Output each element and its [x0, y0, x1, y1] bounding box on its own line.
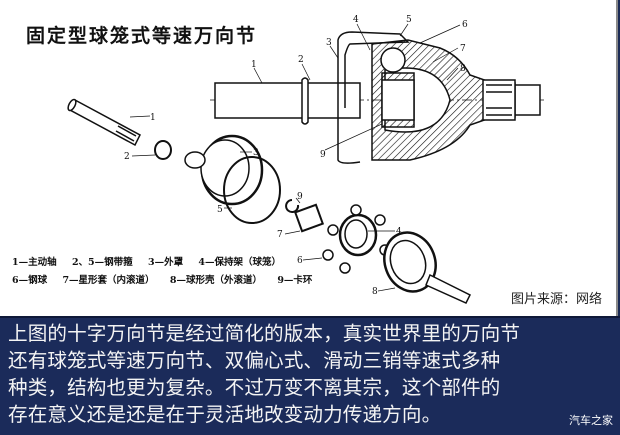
- svg-text:5: 5: [217, 205, 223, 215]
- svg-text:3: 3: [253, 148, 259, 158]
- legend-item: 2、5—钢带箍: [71, 257, 133, 268]
- svg-text:1: 1: [251, 60, 257, 70]
- exploded-labels: 1 2 3 5 9 7 4 6 8: [124, 113, 402, 297]
- svg-text:1: 1: [150, 113, 156, 123]
- legend-row-2: 6—钢球 7—星形套（内滚道） 8—球形壳（外滚道） 9—卡环: [12, 272, 324, 290]
- svg-text:4: 4: [353, 15, 359, 25]
- legend-item: 4—保持架（球笼）: [198, 257, 282, 268]
- legend-item: 6—钢球: [12, 275, 48, 286]
- caption-line: 种类，结构也更为复杂。不过万变不离其宗，这个部件的: [8, 376, 501, 399]
- svg-text:2: 2: [124, 152, 130, 162]
- exploded-view: [67, 98, 472, 304]
- cross-section-labels: 1 2 3 4 5 6 7 8 9: [251, 15, 468, 160]
- caption-line: 存在意义还是还是在于灵活地改变动力传递方向。: [8, 403, 442, 426]
- svg-text:7: 7: [277, 230, 283, 240]
- cv-joint-figure: 固定型球笼式等速万向节: [0, 0, 618, 316]
- watermark-logo: 汽车之家: [569, 414, 613, 427]
- parts-legend: 1—主动轴 2、5—钢带箍 3—外罩 4—保持架（球笼） 6—钢球 7—星形套（…: [12, 254, 324, 290]
- cv-joint-drawing: 1 2 3 4 5 6 7 8 9: [67, 15, 545, 304]
- legend-row-1: 1—主动轴 2、5—钢带箍 3—外罩 4—保持架（球笼）: [12, 254, 324, 272]
- caption-line: 还有球笼式等速万向节、双偏心式、滑动三销等速式多种: [8, 349, 501, 372]
- image-source-note: 图片来源：网络: [510, 292, 602, 307]
- svg-text:6: 6: [297, 256, 303, 266]
- svg-text:8: 8: [460, 64, 466, 74]
- legend-item: 9—卡环: [277, 275, 313, 286]
- svg-text:7: 7: [460, 44, 466, 54]
- caption-panel: 上图的十字万向节是经过简化的版本，真实世界里的万向节 还有球笼式等速万向节、双偏…: [0, 316, 620, 435]
- svg-text:3: 3: [326, 38, 332, 48]
- caption-line: 上图的十字万向节是经过简化的版本，真实世界里的万向节: [8, 322, 521, 345]
- svg-text:5: 5: [406, 15, 412, 25]
- figure-title: 固定型球笼式等速万向节: [26, 25, 258, 47]
- svg-text:9: 9: [297, 192, 303, 202]
- legend-item: 3—外罩: [147, 257, 184, 268]
- legend-item: 7—星形套（内滚道）: [62, 275, 155, 286]
- legend-item: 1—主动轴: [12, 257, 57, 268]
- svg-text:4: 4: [396, 227, 402, 237]
- svg-text:8: 8: [372, 287, 378, 297]
- legend-item: 8—球形壳（外滚道）: [169, 275, 262, 286]
- svg-text:9: 9: [320, 150, 326, 160]
- cross-section-view: [210, 31, 545, 164]
- svg-text:2: 2: [298, 55, 304, 65]
- svg-text:6: 6: [462, 20, 468, 30]
